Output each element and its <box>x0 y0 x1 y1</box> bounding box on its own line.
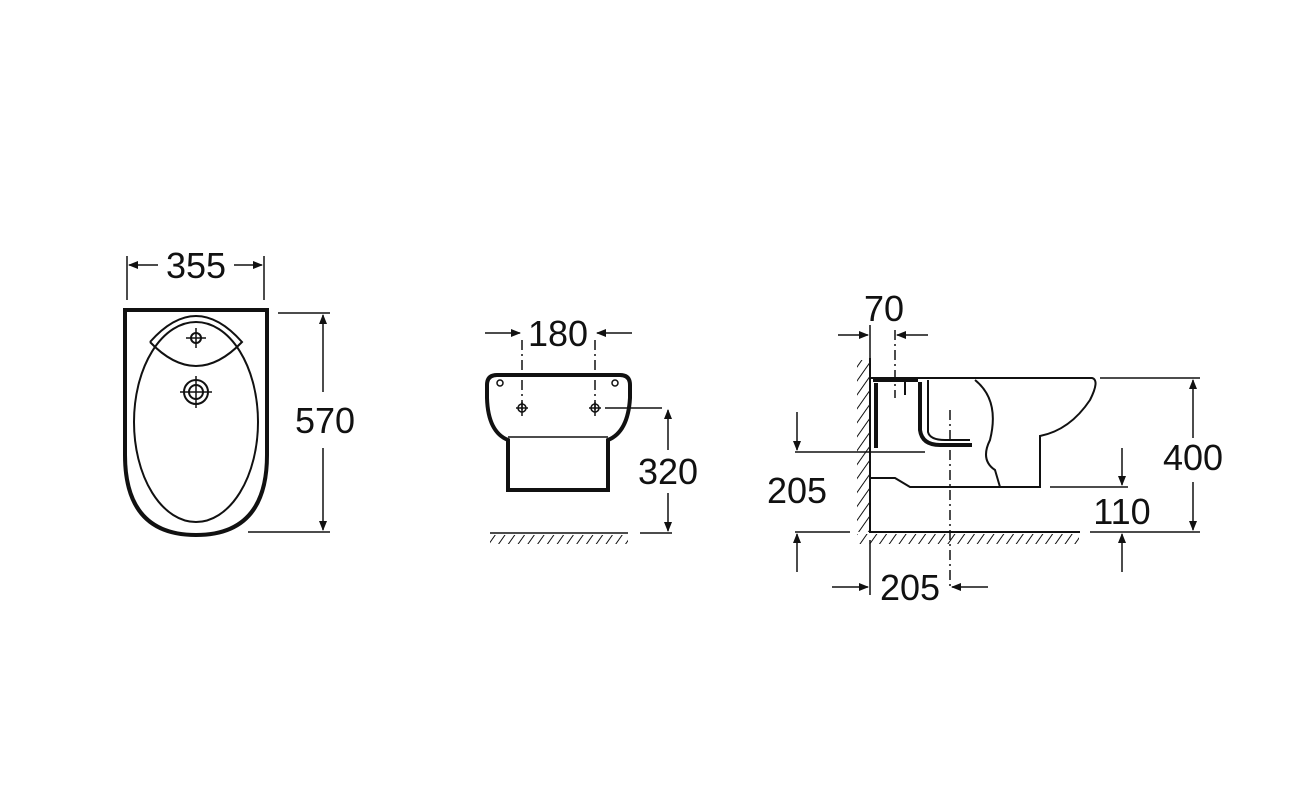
bowl-outline <box>133 321 259 523</box>
front-view: 180 320 <box>485 313 698 544</box>
dim-bottom-clearance: 110 <box>1093 491 1150 532</box>
bidet-outline-front <box>485 373 632 492</box>
top-view: 355 570 <box>123 245 355 538</box>
dim-height: 320 <box>638 451 698 492</box>
dim-outlet-height: 205 <box>767 470 827 511</box>
side-view: 70 400 110 205 205 <box>767 288 1223 608</box>
bidet-outline-top <box>123 308 269 538</box>
dim-length: 570 <box>295 400 355 441</box>
dim-total-height: 400 <box>1163 437 1223 478</box>
dim-width: 355 <box>166 245 226 286</box>
dim-hole-spacing: 180 <box>528 313 588 354</box>
dim-wall-offset: 70 <box>864 288 904 329</box>
tap-deck <box>149 315 244 367</box>
dim-outlet-distance: 205 <box>880 567 940 608</box>
